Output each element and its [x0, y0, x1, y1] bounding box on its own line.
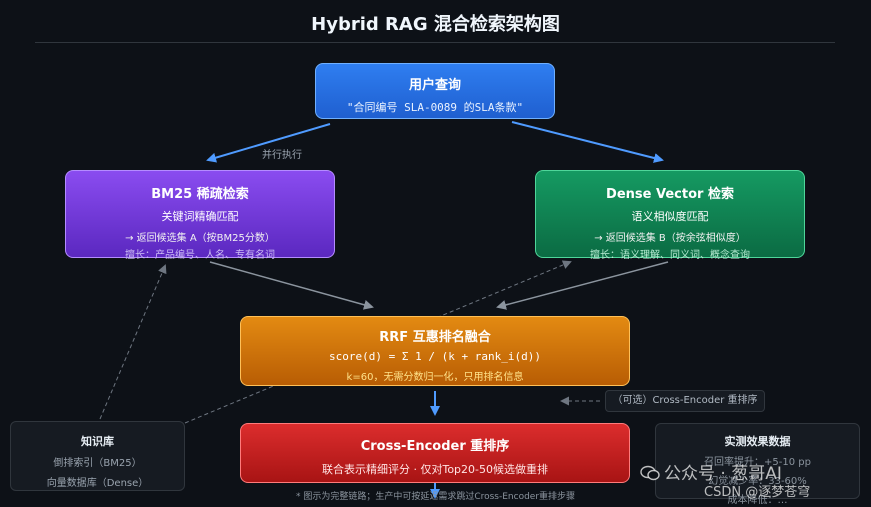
- knowledge-base-panel: 知识库 倒排索引（BM25） 向量数据库（Dense）: [10, 421, 185, 491]
- dense-subtitle: 语义相似度匹配: [631, 210, 709, 223]
- bm25-output: → 返回候选集 A（按BM25分数）: [125, 233, 275, 244]
- arrow-dense-to-rrf: [496, 261, 669, 310]
- rrf-node: RRF 互惠排名融合 score(d) = Σ 1 / (k + rank_i(…: [240, 316, 630, 386]
- cross-encoder-title: Cross-Encoder 重排序: [360, 439, 510, 454]
- wechat-icon: [640, 465, 660, 481]
- dashed-kb-to-bm25: [99, 264, 167, 420]
- watermark-text: 公众号 · 葱哥AI: [664, 464, 782, 484]
- watermark-line: 公众号 · 葱哥AI: [640, 459, 782, 484]
- bm25-strengths: 擅长：产品编号、人名、专有名词: [125, 250, 275, 261]
- dense-strengths: 擅长：语义理解、同义词、概念查询: [590, 250, 750, 261]
- query-node: 用户查询 "合同编号 SLA-0089 的SLA条款": [315, 63, 555, 119]
- rrf-title: RRF 互惠排名融合: [379, 330, 491, 345]
- cross-encoder-node: Cross-Encoder 重排序 联合表示精细评分 · 仅对Top20-50候…: [240, 423, 630, 483]
- optional-rerank-note: （可选）Cross-Encoder 重排序: [605, 390, 765, 412]
- dense-node: Dense Vector 检索 语义相似度匹配 → 返回候选集 B（按余弦相似度…: [535, 170, 805, 261]
- knowledge-base-item: 向量数据库（Dense）: [46, 478, 149, 489]
- results-title: 实测效果数据: [724, 435, 791, 448]
- knowledge-base-title: 知识库: [81, 435, 114, 448]
- query-title: 用户查询: [408, 78, 461, 93]
- bm25-subtitle: 关键词精确匹配: [161, 210, 239, 223]
- query-example: "合同编号 SLA-0089 的SLA条款": [346, 101, 524, 114]
- parallel-label: 并行执行: [262, 150, 302, 161]
- arrow-query-to-dense: [511, 121, 664, 163]
- cross-encoder-subtitle: 联合表示精细评分 · 仅对Top20-50候选做重排: [321, 463, 548, 476]
- results-item: 成本降低：…: [727, 495, 788, 506]
- arrow-query-to-bm25: [206, 123, 331, 163]
- dense-output: → 返回候选集 B（按余弦相似度）: [594, 233, 746, 244]
- rrf-formula: score(d) = Σ 1 / (k + rank_i(d)): [329, 350, 541, 363]
- page-title: Hybrid RAG 混合检索架构图: [311, 14, 560, 35]
- bm25-node: BM25 稀疏检索 关键词精确匹配 → 返回候选集 A（按BM25分数） 擅长：…: [65, 170, 335, 261]
- results-item: 幻觉减少率：33-60%: [708, 476, 807, 487]
- bm25-title: BM25 稀疏检索: [151, 187, 249, 202]
- results-item: 召回率提升：+5-10 pp: [704, 457, 811, 468]
- title-divider: [35, 42, 835, 43]
- arrow-bm25-to-rrf: [209, 261, 374, 310]
- watermark-text: CSDN @逐梦苍穹: [704, 485, 811, 500]
- knowledge-base-item: 倒排索引（BM25）: [53, 458, 142, 469]
- footnote: * 图示为完整链路；生产中可按延迟需求跳过Cross-Encoder重排步骤: [295, 492, 576, 502]
- results-panel: 实测效果数据 召回率提升：+5-10 pp 幻觉减少率：33-60% 成本降低：…: [655, 423, 860, 506]
- dense-title: Dense Vector 检索: [606, 187, 734, 202]
- rrf-note: k=60，无需分数归一化，只用排名信息: [346, 372, 524, 383]
